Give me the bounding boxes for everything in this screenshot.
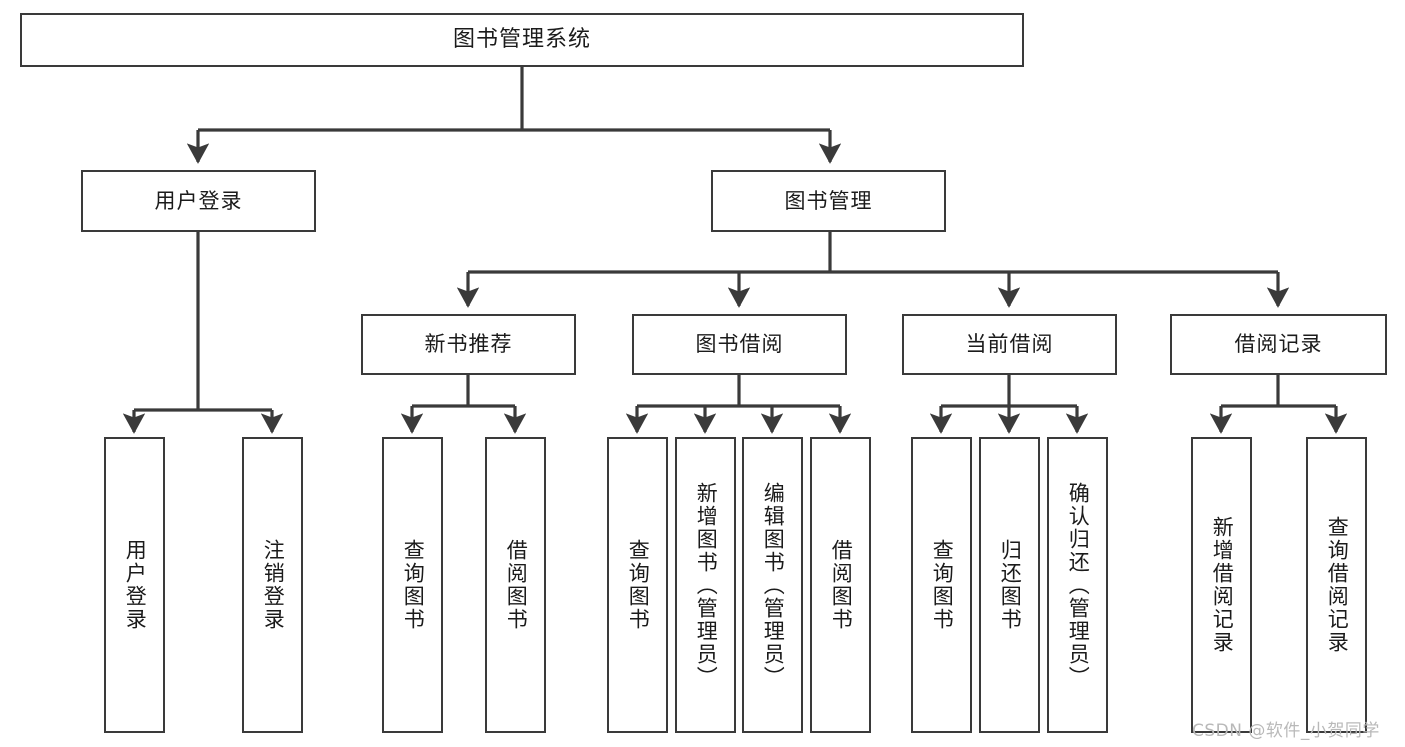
- node-root-book-management-system[interactable]: 图书管理系统: [20, 13, 1024, 67]
- csdn-watermark: CSDN @软件_小贺同学: [1192, 721, 1380, 741]
- node-label: 查询图书: [401, 539, 426, 631]
- node-label: 查询图书: [930, 539, 955, 631]
- node-label: 借阅记录: [1234, 332, 1323, 357]
- node-label: 用户登录: [154, 188, 243, 213]
- node-user-login[interactable]: 用户登录: [81, 170, 316, 232]
- node-label: 查询图书: [626, 539, 651, 631]
- leaf-add-book[interactable]: 新增图书（管理员）: [675, 437, 736, 733]
- node-label: 查询借阅记录: [1325, 516, 1350, 654]
- node-label: 图书借阅: [695, 332, 784, 357]
- leaf-borrow-book-2[interactable]: 借阅图书: [810, 437, 871, 733]
- node-label: 新书推荐: [424, 332, 513, 357]
- node-label: 新增图书（管理员）: [694, 481, 719, 689]
- leaf-confirm-return[interactable]: 确认归还（管理员）: [1047, 437, 1108, 733]
- node-label: 新增借阅记录: [1210, 516, 1235, 654]
- node-label: 借阅图书: [829, 539, 854, 631]
- node-label: 编辑图书（管理员）: [761, 481, 786, 689]
- leaf-edit-book[interactable]: 编辑图书（管理员）: [742, 437, 803, 733]
- node-new-book-recommend[interactable]: 新书推荐: [361, 314, 576, 375]
- node-label: 借阅图书: [504, 539, 529, 631]
- leaf-return-book[interactable]: 归还图书: [979, 437, 1040, 733]
- node-label: 注销登录: [261, 539, 286, 631]
- leaf-borrow-book-1[interactable]: 借阅图书: [485, 437, 546, 733]
- leaf-add-record[interactable]: 新增借阅记录: [1191, 437, 1252, 733]
- node-label: 确认归还（管理员）: [1066, 481, 1091, 689]
- node-label: 图书管理: [784, 188, 873, 213]
- node-label: 归还图书: [998, 539, 1023, 631]
- leaf-user-login[interactable]: 用户登录: [104, 437, 165, 733]
- leaf-logout-login[interactable]: 注销登录: [242, 437, 303, 733]
- node-borrow-record[interactable]: 借阅记录: [1170, 314, 1387, 375]
- leaf-query-record[interactable]: 查询借阅记录: [1306, 437, 1367, 733]
- node-book-manage[interactable]: 图书管理: [711, 170, 946, 232]
- leaf-query-book-3[interactable]: 查询图书: [911, 437, 972, 733]
- leaf-query-book-1[interactable]: 查询图书: [382, 437, 443, 733]
- node-label: 当前借阅: [965, 332, 1054, 357]
- leaf-query-book-2[interactable]: 查询图书: [607, 437, 668, 733]
- node-label: 图书管理系统: [452, 27, 591, 53]
- node-current-borrow[interactable]: 当前借阅: [902, 314, 1117, 375]
- node-book-borrow[interactable]: 图书借阅: [632, 314, 847, 375]
- node-label: 用户登录: [123, 539, 148, 631]
